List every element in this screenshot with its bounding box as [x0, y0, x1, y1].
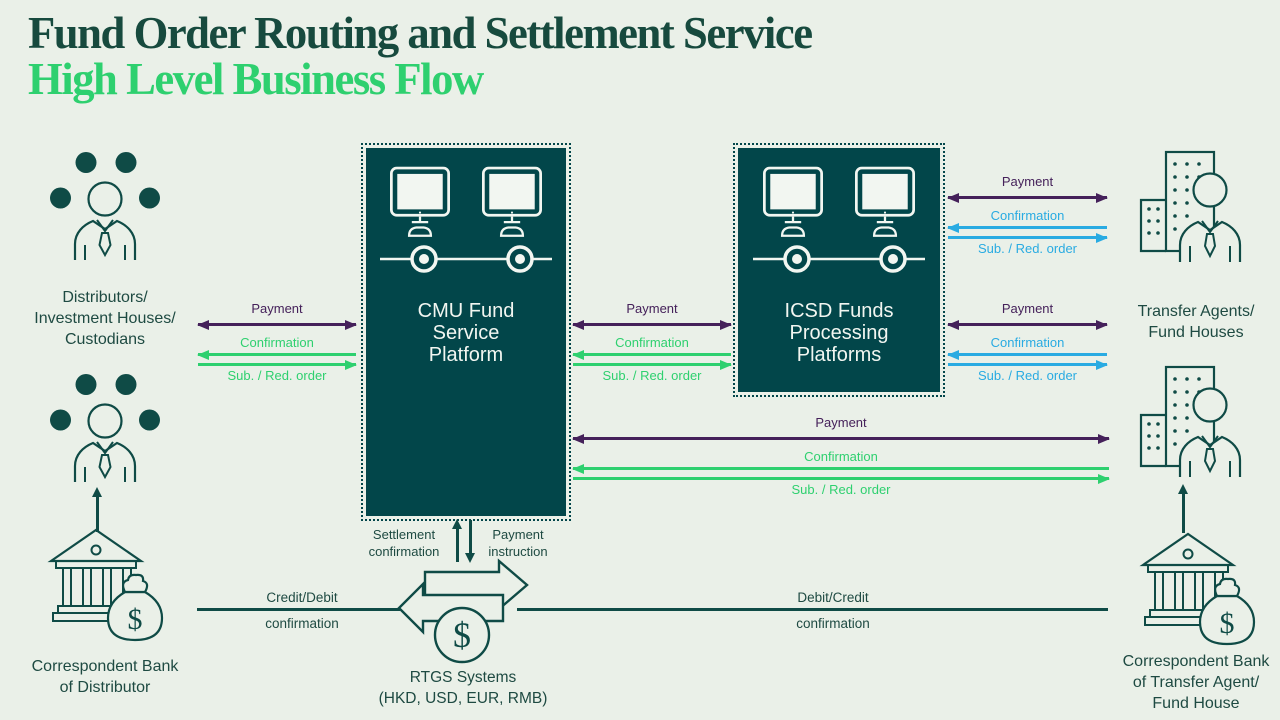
confirmation-arrow: [947, 349, 1107, 360]
icsd-platform-title: ICSD Funds Processing Platforms: [785, 300, 894, 366]
monitor-icon: [390, 166, 450, 240]
distributors-label: Distributors/ Investment Houses/ Custodi…: [8, 287, 202, 350]
distributors-label-line1: Distributors/: [62, 289, 148, 306]
confirmation-label: Confirmation: [615, 335, 689, 350]
order-label: Sub. / Red. order: [791, 482, 891, 497]
payment-arrow: [947, 192, 1108, 203]
flow-set-icsd-fund-house: Payment Confirmation Sub. / Red. order: [947, 301, 1108, 385]
cmu-title-line1: CMU Fund: [417, 300, 515, 322]
settlement-line-right: [517, 608, 1108, 611]
distributors-label-line2: Investment Houses/: [34, 310, 176, 327]
icsd-title-line1: ICSD Funds: [784, 300, 894, 322]
order-arrow: [198, 359, 357, 370]
bank-ta-label-line2: of Transfer Agent/: [1132, 674, 1260, 691]
fund-house-icon: [1138, 363, 1256, 477]
transfer-agents-icon: [1138, 148, 1256, 262]
cmu-title-line3: Platform: [428, 344, 504, 366]
confirmation-arrow: [947, 222, 1107, 233]
bank-ta-label-line3: Fund House: [1152, 695, 1240, 712]
order-arrow: [573, 359, 732, 370]
cmu-title-line2: Service: [432, 322, 500, 344]
monitor-icon: [855, 166, 915, 240]
cmu-monitors: [390, 166, 542, 240]
bank-to-distributor-arrow: [96, 496, 99, 532]
flow-set-cmu-icsd: Payment Confirmation Sub. / Red. order: [572, 301, 732, 385]
payment-instruction-line1: Payment: [492, 527, 544, 542]
transfer-agents-label-line2: Fund Houses: [1148, 324, 1244, 341]
payment-instruction-arrow: [469, 520, 472, 554]
order-label: Sub. / Red. order: [978, 368, 1077, 383]
payment-instruction-line2: instruction: [488, 544, 548, 559]
credit-debit-confirmation-label: confirmation: [265, 616, 339, 631]
order-label: Sub. / Red. order: [978, 241, 1077, 256]
confirmation-arrow: [572, 349, 731, 360]
settlement-line-left: [197, 608, 400, 611]
distributors-icon: [46, 148, 164, 260]
flow-set-icsd-transfer-agents: Payment Confirmation Sub. / Red. order: [947, 174, 1108, 258]
order-label: Sub. / Red. order: [602, 368, 702, 383]
bank-transfer-agent-label: Correspondent Bank of Transfer Agent/ Fu…: [1105, 651, 1280, 714]
monitor-icon: [763, 166, 823, 240]
network-icon: [380, 242, 552, 276]
investors-icon: [46, 370, 164, 482]
icsd-title-line2: Processing: [789, 322, 889, 344]
rtgs-label-line2: (HKD, USD, EUR, RMB): [378, 690, 548, 707]
payment-label: Payment: [251, 301, 303, 316]
debit-credit-confirmation-label: confirmation: [796, 616, 870, 631]
page-title: Fund Order Routing and Settlement Servic…: [28, 7, 813, 58]
payment-label: Payment: [626, 301, 678, 316]
payment-instruction-label: Payment instruction: [473, 526, 563, 560]
payment-label: Payment: [815, 415, 867, 430]
confirmation-arrow: [572, 463, 1109, 474]
payment-arrow: [572, 319, 732, 330]
confirmation-label: Confirmation: [990, 208, 1065, 223]
payment-label: Payment: [1001, 301, 1054, 316]
bank-distributor-label: Correspondent Bank of Distributor: [8, 656, 202, 698]
bank-distributor-label-line2: of Distributor: [59, 679, 151, 696]
order-arrow: [948, 359, 1108, 370]
cmu-platform-title: CMU Fund Service Platform: [418, 300, 515, 366]
settlement-confirmation-arrow: [456, 528, 459, 562]
rtgs-label: RTGS Systems (HKD, USD, EUR, RMB): [353, 667, 573, 709]
settlement-confirmation-line1: Settlement: [372, 527, 436, 542]
page-title-block: Fund Order Routing and Settlement Servic…: [28, 7, 813, 104]
settlement-confirmation-label: Settlement confirmation: [352, 526, 456, 560]
confirmation-arrow: [197, 349, 356, 360]
settlement-confirmation-line2: confirmation: [368, 544, 440, 559]
correspondent-bank-transfer-agent-icon: [1138, 532, 1260, 650]
flow-set-distributors-cmu: Payment Confirmation Sub. / Red. order: [197, 301, 357, 385]
distributors-label-line3: Custodians: [64, 331, 146, 348]
payment-label: Payment: [1001, 174, 1054, 189]
icsd-platform-box: ICSD Funds Processing Platforms: [733, 143, 945, 397]
transfer-agents-label: Transfer Agents/ Fund Houses: [1110, 301, 1280, 343]
cmu-platform-box: CMU Fund Service Platform: [361, 143, 571, 521]
order-arrow: [948, 232, 1108, 243]
order-arrow: [573, 473, 1110, 484]
icsd-title-line3: Platforms: [796, 344, 882, 366]
transfer-agents-label-line1: Transfer Agents/: [1137, 303, 1255, 320]
confirmation-label: Confirmation: [240, 335, 314, 350]
bank-distributor-label-line1: Correspondent Bank: [31, 658, 179, 675]
page-subtitle: High Level Business Flow: [28, 53, 484, 104]
credit-debit-label: Credit/Debit: [266, 590, 338, 605]
network-icon: [753, 242, 925, 276]
rtgs-label-line1: RTGS Systems: [409, 669, 517, 686]
rtgs-icon: [396, 557, 531, 665]
debit-credit-label: Debit/Credit: [797, 590, 869, 605]
monitor-icon: [482, 166, 542, 240]
flow-set-cmu-fund-house: Payment Confirmation Sub. / Red. order: [572, 415, 1110, 499]
correspondent-bank-distributor-icon: [46, 528, 168, 646]
payment-arrow: [197, 319, 357, 330]
bank-ta-label-line1: Correspondent Bank: [1122, 653, 1270, 670]
confirmation-label: Confirmation: [804, 449, 878, 464]
order-label: Sub. / Red. order: [227, 368, 327, 383]
payment-arrow: [947, 319, 1108, 330]
payment-arrow: [572, 433, 1110, 444]
icsd-monitors: [763, 166, 915, 240]
bank-to-fund-house-arrow: [1182, 493, 1185, 533]
confirmation-label: Confirmation: [990, 335, 1065, 350]
